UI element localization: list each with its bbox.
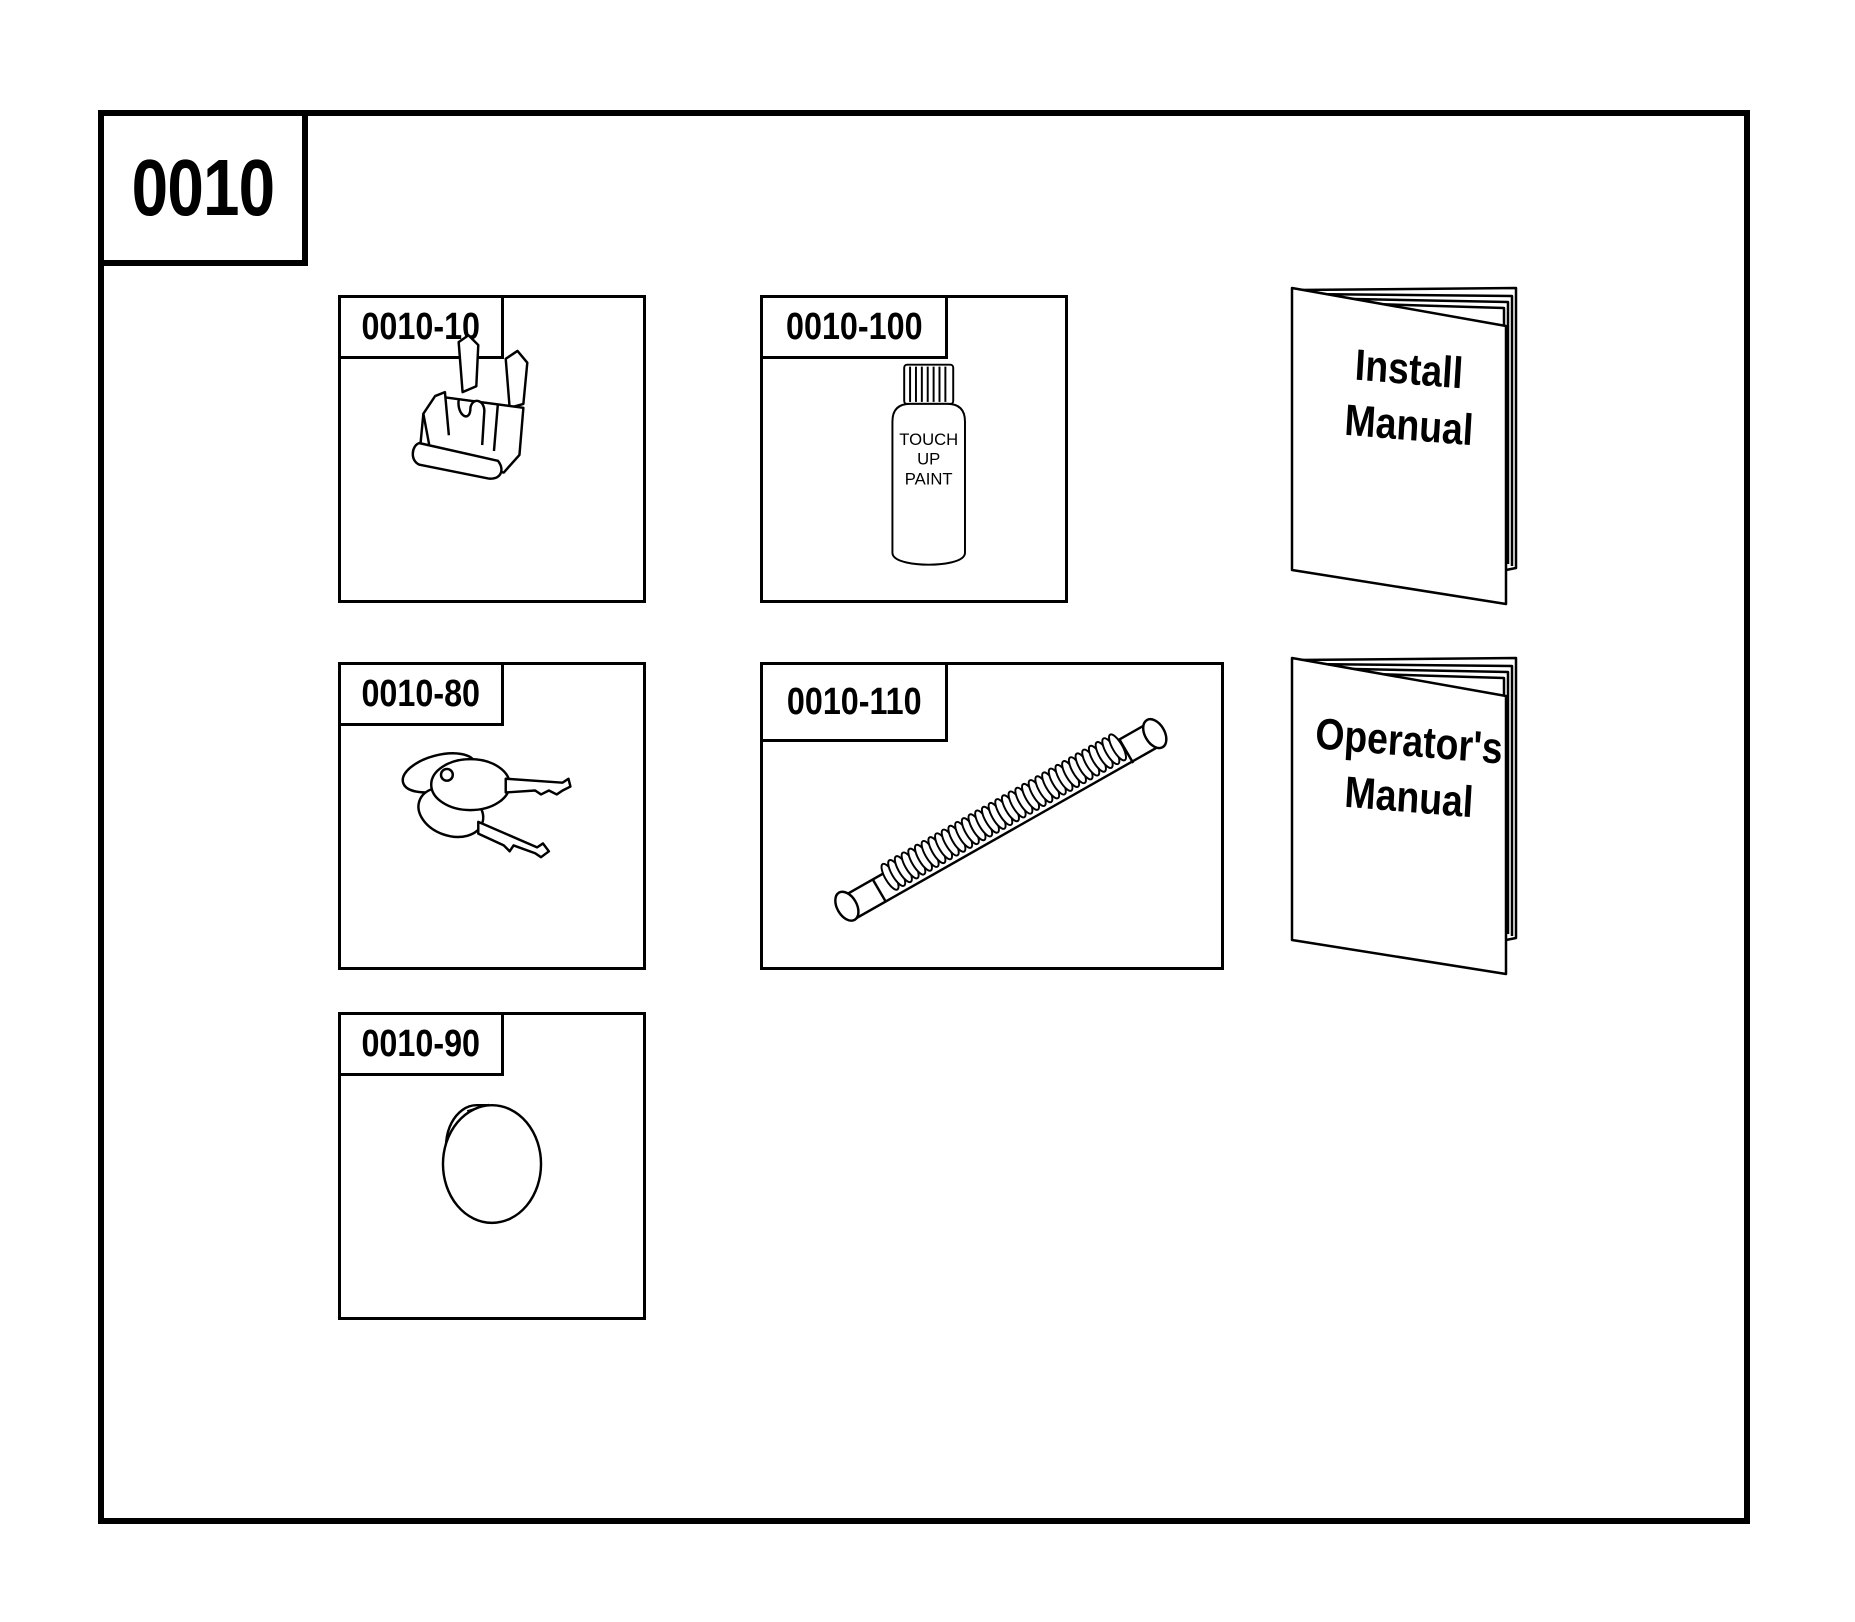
bottle-text-line1: TOUCH [899, 430, 958, 449]
part-box-touch-up-paint[interactable]: 0010-100 TOUCH UP PAINT [760, 295, 1068, 603]
part-box-plug[interactable]: 0010-90 [338, 1012, 646, 1320]
operators-manual[interactable]: Operator's Manual [1290, 656, 1528, 982]
install-manual[interactable]: Install Manual [1290, 286, 1528, 612]
group-number-label: 0010 [98, 110, 308, 266]
part-number-label: 0010-80 [338, 662, 504, 726]
hose-ring [1108, 733, 1127, 762]
paint-bottle-icon: TOUCH UP PAINT [891, 363, 966, 566]
part-number-label: 0010-100 [760, 295, 948, 359]
fuse-icon [411, 334, 529, 480]
part-box-keys[interactable]: 0010-80 [338, 662, 646, 970]
plug-cap-icon [441, 1103, 543, 1225]
part-number-label: 0010-110 [760, 662, 948, 742]
keys-icon [401, 752, 572, 859]
bottle-text-line2: UP [917, 450, 940, 469]
group-number: 0010 [131, 143, 275, 232]
manual-book-icon [1290, 286, 1518, 606]
diagram-frame [98, 110, 1750, 1524]
part-box-hose[interactable]: 0010-110 [760, 662, 1224, 970]
manual-book-icon [1290, 656, 1518, 976]
part-number-label: 0010-90 [338, 1012, 504, 1076]
bottle-text-line3: PAINT [905, 469, 953, 488]
manual-title: Install Manual [1343, 340, 1475, 456]
hose-icon [834, 717, 1168, 922]
manual-title: Operator's Manual [1313, 709, 1505, 828]
part-box-fuse[interactable]: 0010-10 [338, 295, 646, 603]
